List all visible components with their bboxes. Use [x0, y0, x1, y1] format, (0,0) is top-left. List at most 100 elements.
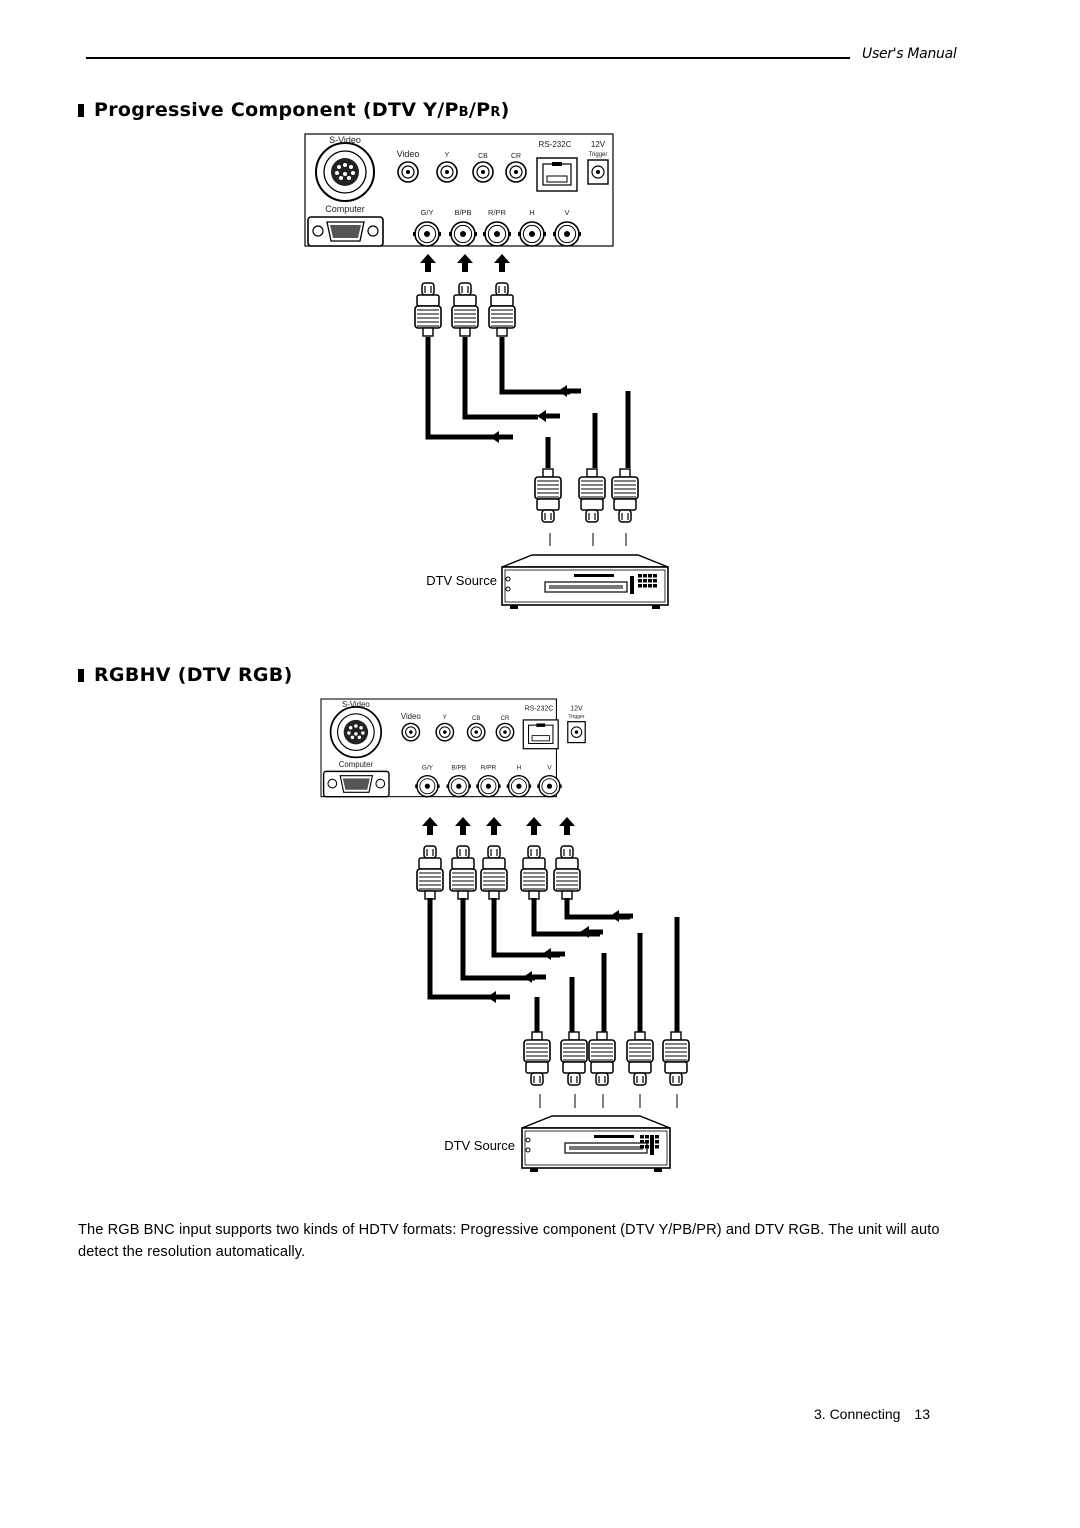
arrow-up-icon	[559, 817, 575, 835]
arrow-up-icon	[494, 254, 510, 272]
svideo-port-icon	[315, 142, 375, 202]
bnc-gy-label: G/Y	[422, 765, 434, 772]
12v-label: 12V	[591, 140, 606, 149]
svideo-label: S-Video	[342, 700, 370, 709]
title-end: )	[500, 99, 510, 121]
rs232c-port-icon	[536, 157, 578, 192]
bnc-gy-label: G/Y	[421, 208, 434, 217]
bnc-plug-icon	[480, 845, 508, 900]
bnc-jack-icon	[476, 775, 501, 798]
cable-line	[460, 898, 535, 981]
arrow-up-icon	[486, 817, 502, 835]
svideo-label: S-Video	[329, 135, 361, 145]
bnc-rpr-label: R/PR	[481, 765, 497, 772]
arrow-up-icon	[526, 817, 542, 835]
dtv-source-label: DTV Source	[426, 573, 497, 588]
bnc-plug-icon	[553, 845, 581, 900]
bnc-jack-icon	[553, 221, 581, 247]
rca-jack-icon	[505, 161, 527, 183]
bnc-jack-icon	[518, 221, 546, 247]
bnc-plug-icon	[578, 468, 606, 523]
svideo-port-icon	[329, 705, 383, 759]
section-title-progressive-component: Progressive Component (DTV Y/Pb/Pr)	[78, 99, 510, 121]
bnc-jack-icon	[449, 221, 477, 247]
12v-label: 12V	[570, 705, 583, 712]
header-rule	[86, 57, 850, 59]
arrow-left-icon	[580, 926, 603, 938]
arrow-left-icon	[558, 385, 581, 397]
trigger-label: Trigger	[589, 152, 608, 158]
rca-jack-icon	[495, 722, 515, 742]
y-label: Y	[445, 152, 450, 159]
manual-label: User's Manual	[862, 46, 957, 62]
bnc-jack-icon	[415, 775, 440, 798]
bnc-jack-icon	[506, 775, 532, 798]
cr-label: CR	[501, 715, 510, 722]
title-text: RGBHV (DTV RGB)	[94, 664, 293, 686]
bnc-h-label: H	[529, 208, 534, 217]
cable-line	[491, 898, 560, 958]
video-label: Video	[397, 149, 420, 159]
bnc-jack-icon	[537, 775, 562, 798]
bnc-plug-icon	[520, 845, 548, 900]
page-number: 13	[914, 1406, 930, 1422]
bnc-rpr-label: R/PR	[488, 208, 507, 217]
chapter-label: 3. Connecting	[814, 1406, 901, 1422]
arrow-up-icon	[457, 254, 473, 272]
arrow-left-icon	[523, 971, 546, 983]
vga-port-icon	[322, 770, 390, 798]
title-main: Progressive Component (DTV Y/	[94, 99, 445, 121]
bullet-icon	[78, 669, 84, 682]
dtv-source-device-icon	[501, 554, 669, 609]
cb-label: CB	[472, 715, 480, 722]
arrow-up-icon	[422, 817, 438, 835]
page-footer: 3. Connecting 13	[814, 1406, 930, 1422]
bnc-plug-icon	[534, 468, 562, 523]
bnc-plug-icon	[416, 845, 444, 900]
rs232c-label: RS-232C	[539, 140, 572, 149]
bullet-icon	[78, 104, 84, 117]
arrow-left-icon	[490, 431, 513, 443]
cb-label: CB	[478, 153, 488, 160]
bnc-plug-icon	[488, 282, 516, 337]
cable-line	[499, 337, 570, 395]
bnc-v-label: V	[547, 765, 552, 772]
cr-label: CR	[511, 153, 521, 160]
bnc-plug-icon	[414, 282, 442, 337]
bnc-jack-icon	[413, 221, 441, 247]
bnc-plug-icon	[449, 845, 477, 900]
vga-port-icon	[307, 216, 384, 247]
y-label: Y	[443, 714, 447, 721]
rca-jack-icon	[472, 161, 494, 183]
bnc-plug-icon	[611, 468, 639, 523]
trigger-port-icon	[587, 159, 609, 185]
title-sub: Pb/Pr	[444, 99, 501, 121]
arrow-left-icon	[542, 948, 565, 960]
arrow-left-icon	[537, 410, 560, 422]
rca-jack-icon	[397, 161, 419, 183]
bnc-v-label: V	[564, 208, 569, 217]
cable-line	[462, 337, 538, 420]
rca-jack-icon	[436, 161, 458, 183]
rs232c-port-icon	[522, 719, 559, 750]
rs232c-label: RS-232C	[525, 705, 554, 712]
trigger-label: Trigger	[568, 714, 585, 720]
arrow-left-icon	[487, 991, 510, 1003]
arrow-left-icon	[610, 910, 633, 922]
video-label: Video	[401, 712, 422, 721]
section-title-rgbhv: RGBHV (DTV RGB)	[78, 664, 293, 686]
bnc-jack-icon	[483, 221, 511, 247]
bnc-bpb-label: B/PB	[454, 208, 471, 217]
dtv-source-label: DTV Source	[444, 1138, 515, 1153]
rca-jack-icon	[435, 722, 455, 742]
body-paragraph: The RGB BNC input supports two kinds of …	[78, 1222, 940, 1260]
computer-label: Computer	[325, 204, 365, 214]
computer-label: Computer	[339, 760, 374, 769]
bnc-plug-icon	[588, 1031, 616, 1086]
cable-line	[531, 898, 600, 937]
bnc-jack-icon	[446, 775, 471, 798]
dtv-source-device-icon	[521, 1115, 671, 1172]
bnc-bpb-label: B/PB	[451, 765, 467, 772]
